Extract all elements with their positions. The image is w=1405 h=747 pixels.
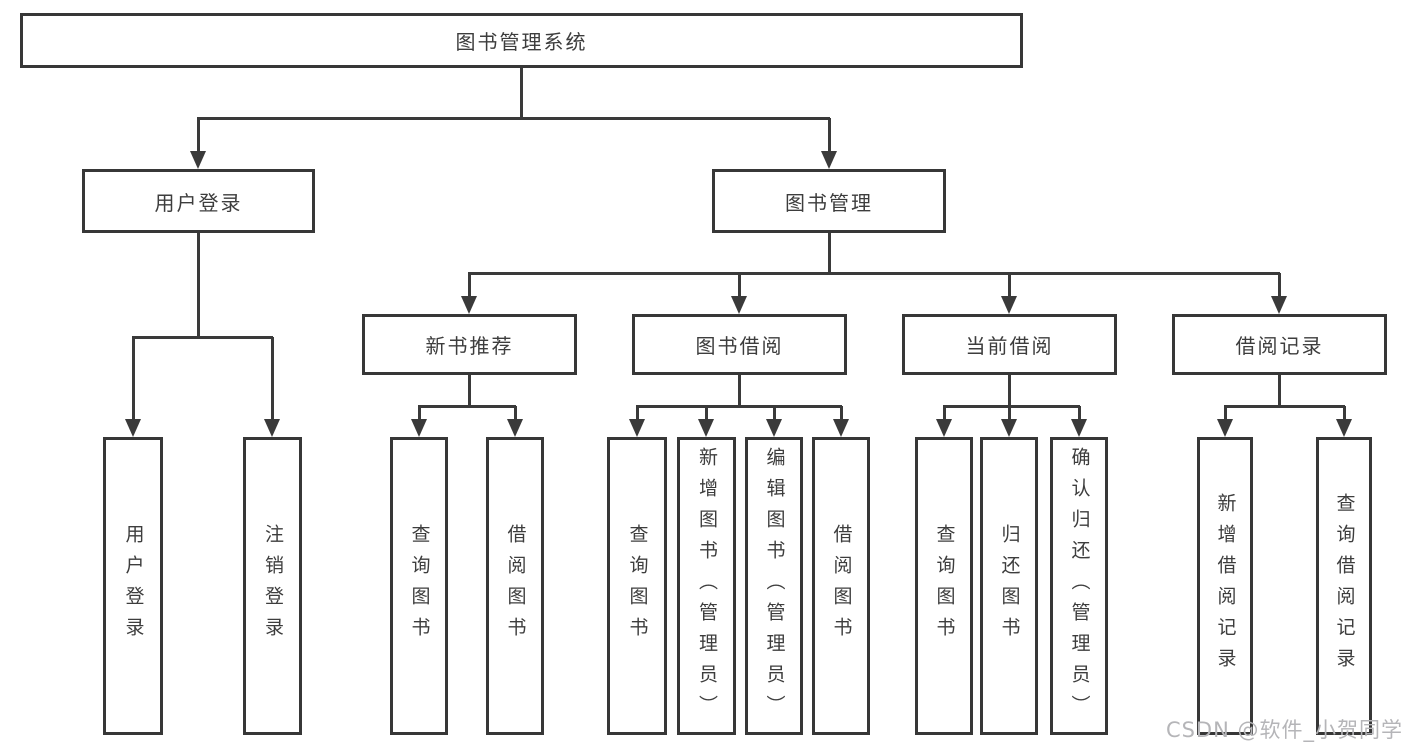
node-current-borrow: 当前借阅 (902, 314, 1117, 375)
csdn-watermark: CSDN @软件_小贺同学 (1165, 718, 1403, 742)
arrowhead-down-icon (1001, 296, 1017, 314)
connector-line (828, 233, 831, 273)
connector-line (705, 406, 708, 419)
connector-line (1008, 375, 1011, 406)
node-library-management-system: 图书管理系统 (20, 13, 1023, 68)
node-user-login: 用户登录 (82, 169, 315, 233)
connector-line (468, 375, 471, 406)
connector-line (514, 406, 517, 419)
connector-line (943, 406, 946, 419)
leaf-label: 查询图书 (408, 524, 431, 648)
arrowhead-down-icon (411, 419, 427, 437)
arrowhead-down-icon (190, 151, 206, 169)
leaf-query-borrow-record: 查询借阅记录 (1316, 437, 1372, 735)
leaf-label: 编辑图书（管理员） (763, 446, 786, 726)
leaf-borrow-books: 借阅图书 (812, 437, 870, 735)
connector-line (1278, 273, 1281, 296)
leaf-query-books-recommend: 查询图书 (390, 437, 448, 735)
arrowhead-down-icon (821, 151, 837, 169)
leaf-label: 新增借阅记录 (1214, 493, 1237, 679)
connector-line (1008, 273, 1011, 296)
arrowhead-down-icon (1271, 296, 1287, 314)
leaf-confirm-return-admin: 确认归还（管理员） (1050, 437, 1108, 735)
leaf-add-borrow-record: 新增借阅记录 (1197, 437, 1253, 735)
connector-line (840, 406, 843, 419)
connector-line (418, 406, 421, 419)
connector-line (132, 337, 135, 419)
leaf-label: 查询图书 (626, 524, 649, 648)
leaf-label: 归还图书 (998, 524, 1021, 648)
connector-line (1224, 405, 1345, 408)
arrowhead-down-icon (833, 419, 849, 437)
arrowhead-down-icon (936, 419, 952, 437)
connector-line (738, 375, 741, 406)
arrowhead-down-icon (1217, 419, 1233, 437)
connector-line (1224, 406, 1227, 419)
leaf-label: 用户登录 (122, 524, 145, 648)
leaf-label: 查询借阅记录 (1333, 493, 1356, 679)
arrowhead-down-icon (507, 419, 523, 437)
leaf-return-book: 归还图书 (980, 437, 1038, 735)
connector-line (773, 406, 776, 419)
connector-line (1278, 375, 1281, 406)
connector-line (1343, 406, 1346, 419)
node-book-management: 图书管理 (712, 169, 946, 233)
arrowhead-down-icon (629, 419, 645, 437)
arrowhead-down-icon (1001, 419, 1017, 437)
node-borrow-records: 借阅记录 (1172, 314, 1387, 375)
connector-line (828, 118, 831, 151)
node-book-borrow: 图书借阅 (632, 314, 847, 375)
leaf-label: 借阅图书 (504, 524, 527, 648)
connector-line (943, 405, 1080, 408)
leaf-user-login: 用户登录 (103, 437, 163, 735)
leaf-query-books-current: 查询图书 (915, 437, 973, 735)
node-new-book-recommend: 新书推荐 (362, 314, 577, 375)
arrowhead-down-icon (698, 419, 714, 437)
leaf-edit-book-admin: 编辑图书（管理员） (745, 437, 803, 735)
arrowhead-down-icon (731, 296, 747, 314)
arrowhead-down-icon (461, 296, 477, 314)
leaf-logout: 注销登录 (243, 437, 302, 735)
leaf-query-books-borrow: 查询图书 (607, 437, 667, 735)
leaf-label: 查询图书 (933, 524, 956, 648)
leaf-borrow-books-recommend: 借阅图书 (486, 437, 544, 735)
leaf-add-book-admin: 新增图书（管理员） (677, 437, 736, 735)
connector-line (197, 233, 200, 337)
connector-line (1008, 406, 1011, 419)
arrowhead-down-icon (1336, 419, 1352, 437)
leaf-label: 确认归还（管理员） (1068, 446, 1091, 726)
connector-line (1078, 406, 1081, 419)
connector-line (468, 273, 471, 296)
leaf-label: 注销登录 (262, 524, 284, 648)
connector-line (418, 405, 516, 408)
arrowhead-down-icon (1071, 419, 1087, 437)
connector-line (132, 336, 273, 339)
leaf-label: 借阅图书 (830, 524, 853, 648)
arrowhead-down-icon (264, 419, 280, 437)
connector-line (197, 118, 200, 151)
connector-line (636, 405, 842, 408)
connector-line (738, 273, 741, 296)
arrowhead-down-icon (766, 419, 782, 437)
leaf-label: 新增图书（管理员） (696, 446, 718, 726)
connector-line (271, 337, 274, 419)
connector-line (636, 406, 639, 419)
connector-line (197, 117, 830, 120)
arrowhead-down-icon (125, 419, 141, 437)
connector-line (468, 272, 1280, 275)
connector-line (520, 68, 523, 118)
